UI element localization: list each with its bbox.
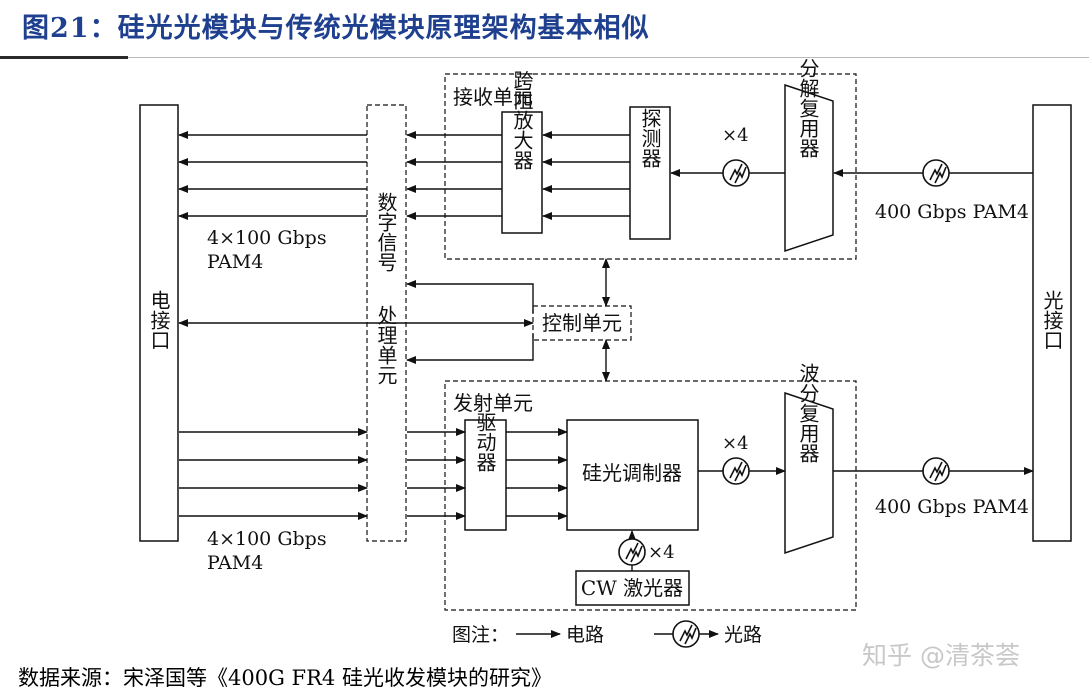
legend-optical: 光路 — [724, 624, 762, 646]
dsp-label-top: 数字信号 — [374, 192, 398, 272]
figure-title: 图21：硅光光模块与传统光模块原理架构基本相似 — [22, 13, 650, 44]
optical-symbol — [922, 457, 950, 485]
legend-optical-symbol — [672, 620, 700, 648]
rate-label-top: 4×100 Gbps — [207, 227, 327, 249]
optical-interface-label: 光接口 — [1040, 290, 1064, 350]
multiplier-label: ×4 — [722, 433, 749, 454]
electrical-interface: 电接口 — [139, 104, 179, 542]
control-unit-label: 控制单元 — [542, 311, 622, 335]
control-unit: 控制单元 — [532, 305, 632, 341]
multiplier-label: ×4 — [722, 125, 749, 146]
driver-block: 驱动器 — [464, 412, 507, 531]
optical-symbol — [922, 159, 950, 187]
demux-block: 波分解复用器 — [784, 58, 834, 253]
transmitter-unit-label: 发射单元 — [453, 391, 533, 415]
tia-block: 跨阻放大器 — [501, 70, 543, 234]
mux-label: 波分复用器 — [796, 363, 820, 463]
electrical-interface-label: 电接口 — [147, 290, 171, 350]
mux-block: 波分复用器 — [784, 363, 834, 555]
receiver-unit-label: 接收单元 — [453, 85, 533, 109]
demux-label: 波分解复用器 — [796, 58, 820, 158]
source-note: 数据来源：宋泽国等《400G FR4 硅光收发模块的研究》 — [18, 666, 552, 690]
laser-label: CW 激光器 — [581, 576, 683, 600]
rate-label-top-2: PAM4 — [207, 251, 263, 273]
architecture-diagram: 电接口 光接口 数字信号 处理单元 接收单元 发射单元 跨阻放大器 探测器 波分… — [139, 58, 1072, 648]
transmitter-unit: 发射单元 — [444, 380, 857, 611]
optical-rate-rx: 400 Gbps PAM4 — [875, 201, 1029, 223]
driver-label: 驱动器 — [473, 412, 497, 472]
optical-symbol — [722, 159, 750, 187]
modulator-label: 硅光调制器 — [582, 461, 682, 485]
legend-electrical: 电路 — [566, 624, 604, 646]
receiver-unit: 接收单元 — [444, 73, 857, 260]
optical-symbol — [618, 538, 646, 566]
rate-label-bottom: 4×100 Gbps — [207, 528, 327, 550]
legend-prefix: 图注： — [452, 624, 509, 646]
title-divider — [0, 57, 1089, 58]
watermark: 知乎 @清茶荟 — [862, 641, 1020, 670]
rate-label-bottom-2: PAM4 — [207, 552, 263, 574]
modulator-block: 硅光调制器 — [566, 419, 699, 531]
optical-symbol — [722, 457, 750, 485]
dsp-label-bottom: 处理单元 — [374, 305, 398, 385]
detector-label: 探测器 — [638, 108, 662, 168]
detector-block: 探测器 — [629, 106, 671, 240]
title-divider-accent — [0, 56, 128, 59]
optical-rate-tx: 400 Gbps PAM4 — [875, 496, 1029, 518]
tia-label: 跨阻放大器 — [510, 70, 534, 170]
optical-interface: 光接口 — [1032, 104, 1072, 542]
multiplier-label: ×4 — [648, 542, 675, 563]
laser-block: CW 激光器 — [575, 570, 690, 606]
